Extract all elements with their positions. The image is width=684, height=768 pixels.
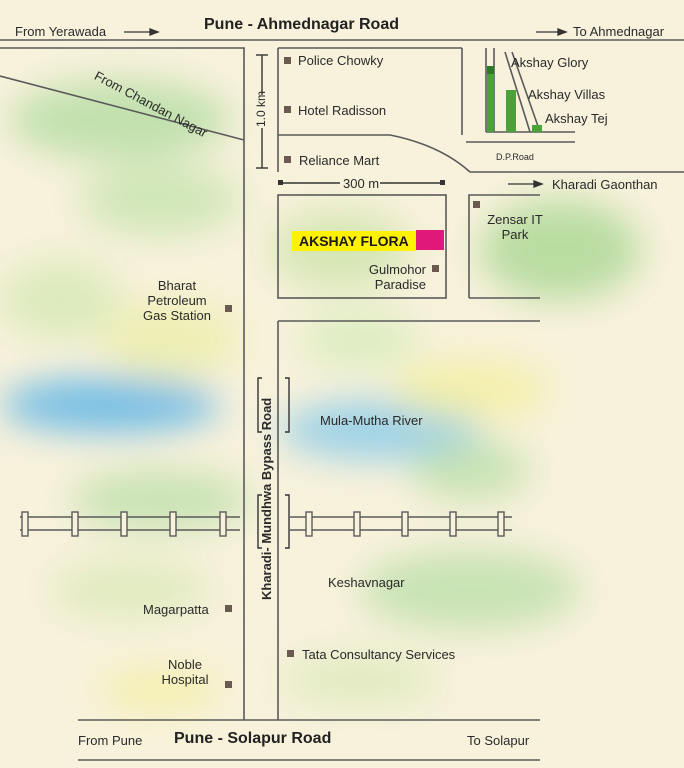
bharat-petroleum-label: Bharat Petroleum Gas Station <box>143 278 211 323</box>
magarpatta-label: Magarpatta <box>143 602 209 617</box>
bypass-road-label: Kharadi- Mundhwa Bypass Road <box>259 397 274 600</box>
square-marker-icon <box>284 106 291 113</box>
akshay-villas-block <box>506 90 516 132</box>
bottom-road-label: Pune - Solapur Road <box>174 730 332 747</box>
akshay-villas-label: Akshay Villas <box>528 87 606 102</box>
tcs-label: Tata Consultancy Services <box>302 647 456 662</box>
distance-horizontal-label: 300 m <box>343 176 380 191</box>
akshay-flora-label: AKSHAY FLORA <box>292 231 416 251</box>
square-marker-icon <box>287 650 294 657</box>
reliance-mart-label: Reliance Mart <box>299 153 380 168</box>
from-pune-label: From Pune <box>78 733 143 748</box>
project-marker <box>416 230 444 250</box>
distance-vertical-label: 1.0 km <box>254 90 268 127</box>
square-marker-icon <box>225 681 232 688</box>
square-marker-icon <box>432 265 439 272</box>
arrow-right-icon <box>124 28 568 188</box>
to-solapur-label: To Solapur <box>467 733 530 748</box>
distance-markers <box>256 54 443 184</box>
terrain-patches <box>0 80 640 710</box>
square-marker-icon <box>225 305 232 312</box>
square-marker-icon <box>473 201 480 208</box>
from-yerawada-label: From Yerawada <box>15 24 107 39</box>
railway-track-icon <box>20 511 512 537</box>
road-lines <box>0 39 684 761</box>
to-ahmednagar-label: To Ahmednagar <box>573 24 665 39</box>
akshay-glory-block <box>487 66 494 132</box>
top-road-label: Pune - Ahmednagar Road <box>204 16 399 33</box>
gulmohor-label: Gulmohor Paradise <box>368 262 426 292</box>
square-marker-icon <box>284 156 291 163</box>
bridge-brackets <box>257 377 290 549</box>
keshavnagar-label: Keshavnagar <box>328 575 405 590</box>
zensar-label: Zensar IT Park <box>487 212 543 242</box>
police-chowky-label: Police Chowky <box>298 53 384 68</box>
akshay-glory-label: Akshay Glory <box>511 55 589 70</box>
noble-hospital-label: Noble Hospital <box>161 657 209 687</box>
hotel-radisson-label: Hotel Radisson <box>298 103 387 118</box>
square-marker-icon <box>225 605 232 612</box>
river-label: Mula-Mutha River <box>320 413 423 428</box>
square-marker-icon <box>284 57 291 64</box>
akshay-tej-label: Akshay Tej <box>545 111 608 126</box>
akshay-tej-block <box>532 125 542 132</box>
dp-road-label: D.P.Road <box>496 152 534 162</box>
kharadi-gaonthan-label: Kharadi Gaonthan <box>552 177 658 192</box>
